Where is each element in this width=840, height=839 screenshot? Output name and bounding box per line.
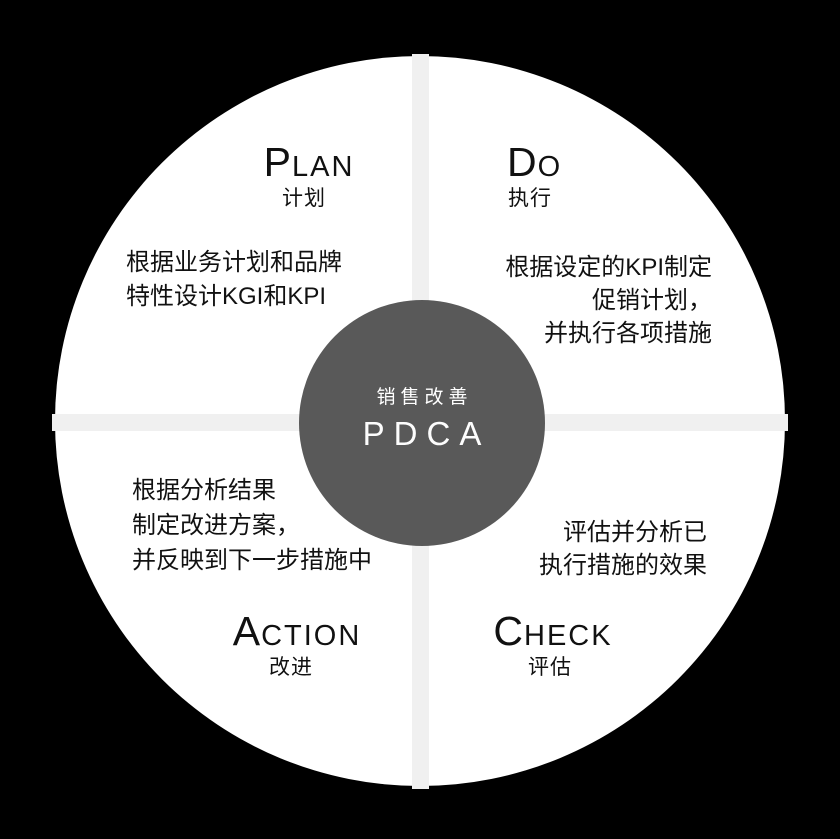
do-description-line: 促销计划， <box>592 287 712 314</box>
action-heading-initial: A <box>232 608 262 654</box>
action-heading-rest: CTION <box>261 620 362 652</box>
action-subtitle-cn: 改进 <box>269 656 313 679</box>
do-heading-rest: O <box>537 151 563 183</box>
plan-description-line: 特性设计KGI和KPI <box>126 283 327 310</box>
check-subtitle-cn: 评估 <box>528 656 572 679</box>
do-description-line: 并执行各项措施 <box>544 320 712 347</box>
check-description: 评估并分析已 执行措施的效果 <box>539 516 707 582</box>
check-heading-initial: C <box>493 608 525 654</box>
check-heading: CHECK <box>493 611 612 652</box>
do-description: 根据设定的KPI制定 促销计划， 并执行各项措施 <box>505 251 712 350</box>
check-description-line: 评估并分析已 <box>563 519 707 546</box>
plan-heading-initial: P <box>263 139 292 185</box>
action-heading: ACTION <box>233 611 362 652</box>
check-heading-rest: HECK <box>524 620 613 652</box>
check-description-line: 执行措施的效果 <box>539 552 707 579</box>
do-heading: DO <box>507 142 562 183</box>
do-subtitle-cn: 执行 <box>508 187 552 210</box>
plan-heading-rest: LAN <box>291 151 355 183</box>
hub-subtitle: 销售改善 <box>376 387 473 408</box>
do-description-line: 根据设定的KPI制定 <box>505 254 712 281</box>
plan-description-line: 根据业务计划和品牌 <box>126 249 342 276</box>
plan-subtitle-cn: 计划 <box>282 187 326 210</box>
action-description-line: 制定改进方案， <box>132 512 300 539</box>
hub-title: PDCA <box>362 415 491 452</box>
hub-circle: 销售改善 PDCA <box>299 300 545 546</box>
action-description: 根据分析结果 制定改进方案， 并反映到下一步措施中 <box>132 473 372 578</box>
action-description-line: 并反映到下一步措施中 <box>132 547 372 574</box>
action-description-line: 根据分析结果 <box>132 477 276 504</box>
plan-heading: PLAN <box>264 142 355 183</box>
do-heading-initial: D <box>507 139 538 185</box>
plan-description: 根据业务计划和品牌 特性设计KGI和KPI <box>126 246 342 314</box>
